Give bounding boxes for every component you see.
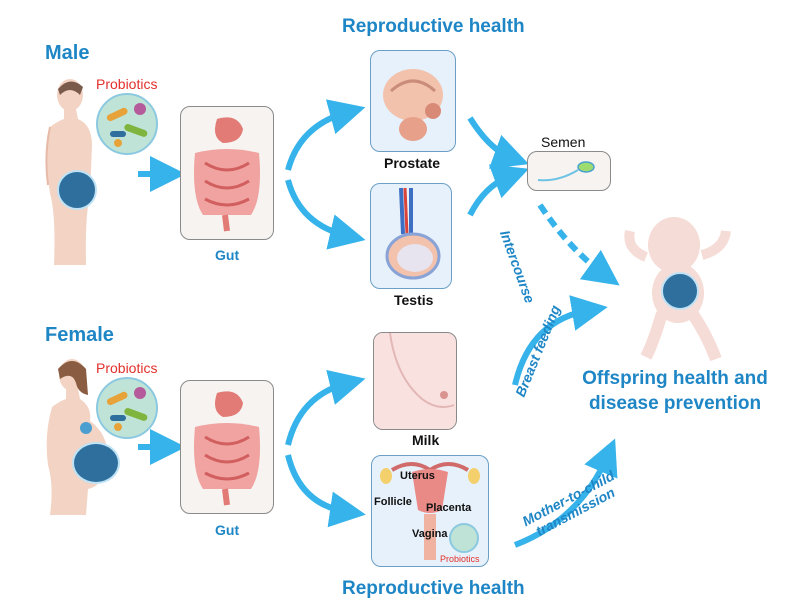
testis-icon [385, 187, 441, 280]
gut-label-bottom: Gut [215, 522, 240, 538]
male-gut-microbiota-icon [57, 170, 97, 210]
male-probiotics-circle-icon [96, 93, 158, 155]
uterus-icon [380, 462, 480, 560]
probiotics-small-label: Probiotics [440, 554, 480, 564]
mother-to-child-arrow [513, 438, 618, 548]
gut-panel-bottom [180, 380, 274, 514]
gut-to-prostate-arrow [285, 99, 366, 171]
gut-to-testis-arrow [285, 179, 366, 250]
offspring-outcome: Offspring health and disease prevention [582, 366, 768, 416]
probiotics-female-label: Probiotics [96, 360, 158, 376]
placenta-label: Placenta [426, 502, 472, 514]
breast-feeding-arrow [512, 295, 608, 386]
female-probiotics-circle-icon [96, 377, 158, 439]
offspring-line1: Offspring health and [582, 368, 768, 389]
testis-label: Testis [394, 292, 434, 308]
gut-to-uterus-arrow [285, 454, 366, 528]
female-gut-microbiota-icon [72, 442, 120, 484]
offspring-line2: disease prevention [588, 393, 762, 414]
male-heading: Male [45, 42, 90, 64]
gut-icon [194, 391, 260, 506]
breast-icon [374, 333, 456, 429]
uterus-label: Uterus [400, 470, 435, 482]
sperm-icon [537, 161, 595, 182]
gut-panel-top [180, 106, 274, 240]
breast-panel [373, 332, 457, 430]
gut-label-top: Gut [215, 247, 240, 263]
semen-panel [527, 151, 611, 191]
probiotics-male-label: Probiotics [96, 76, 158, 92]
prostate-panel [370, 50, 456, 152]
testis-panel [370, 183, 452, 289]
vagina-label: Vagina [412, 528, 448, 540]
prostate-to-semen-arrow [467, 116, 529, 169]
follicle-label: Follicle [374, 496, 412, 508]
semen-label: Semen [541, 134, 586, 150]
baby-figure [624, 217, 731, 362]
reproductive-health-bottom: Reproductive health [342, 578, 525, 599]
uterus-panel: Uterus Follicle Placenta Vagina Probioti… [371, 455, 489, 567]
prostate-label: Prostate [384, 155, 441, 171]
gut-icon [194, 117, 260, 232]
testis-to-semen-arrow [467, 164, 529, 217]
reproductive-health-top: Reproductive health [342, 16, 525, 37]
milk-label: Milk [412, 432, 440, 448]
female-breast-microbiota-icon [80, 422, 92, 434]
intercourse-arrow [537, 203, 620, 286]
prostate-icon [383, 69, 443, 141]
female-heading: Female [45, 324, 114, 346]
gut-to-breast-arrow [285, 369, 366, 446]
